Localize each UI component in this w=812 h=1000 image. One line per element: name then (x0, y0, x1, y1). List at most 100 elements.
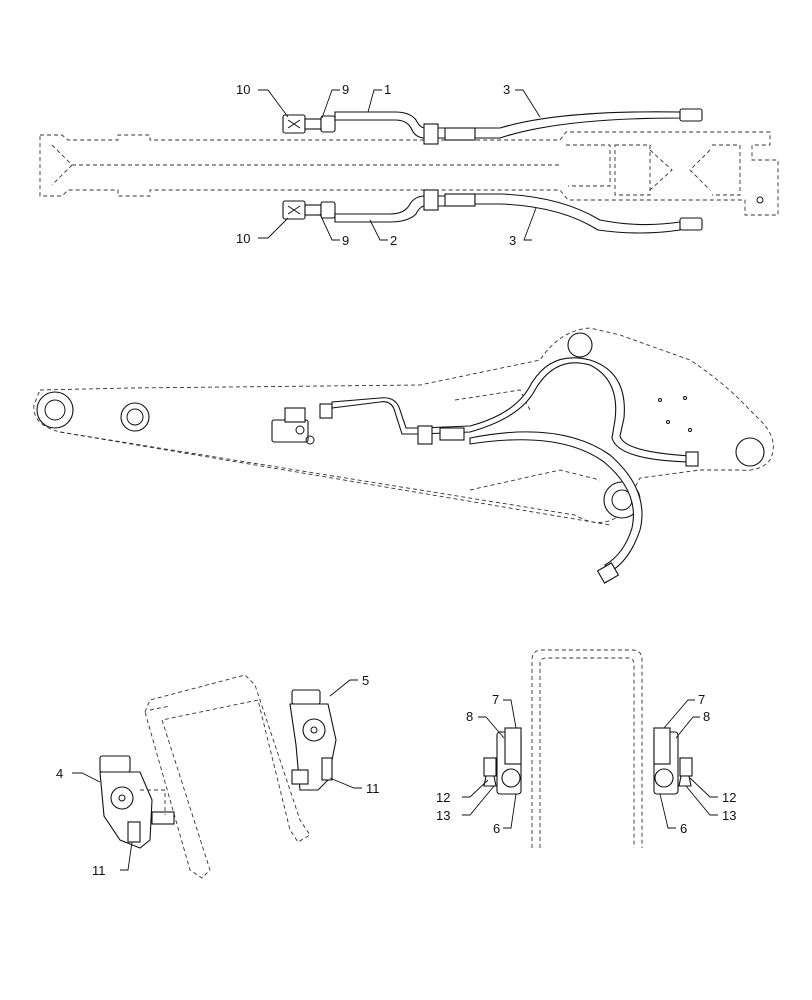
valve-fitting-side (284, 407, 306, 423)
boom-web-line (469, 469, 601, 491)
clamp-side (417, 425, 433, 445)
clamp-4-hidden (140, 789, 166, 815)
leader-8-right (675, 716, 700, 739)
hose-3-lower (474, 193, 681, 234)
washer-13-left (483, 775, 497, 787)
top-view (39, 108, 779, 234)
washer-13-right (678, 775, 692, 787)
hose-run-side-upper (331, 357, 691, 463)
boom-bottom-line (59, 431, 611, 526)
callout-4: 4 (56, 766, 63, 781)
coupler-upper (444, 127, 476, 141)
boom-top-pin (567, 332, 593, 358)
bolt-hole-d (688, 428, 692, 432)
clamp-5-center (310, 726, 318, 734)
u-bolt-inner (539, 657, 635, 848)
leader-11-upper (329, 777, 362, 789)
boom-box-top (566, 144, 611, 187)
boom-mid-pin-inner (126, 408, 144, 426)
leader-3-lower (523, 207, 537, 241)
boom-notch-b (689, 149, 711, 191)
adapter-9-lower (304, 204, 322, 216)
side-view (33, 327, 774, 584)
leader-9-lower (319, 213, 340, 241)
hose-3-upper (474, 111, 681, 139)
boom-end-top (712, 144, 741, 196)
callout-12-left: 12 (436, 790, 450, 805)
callout-6-right: 6 (680, 821, 687, 836)
adapter-9-upper (304, 118, 322, 130)
leader-12-right (689, 777, 718, 798)
boom-nose-top (51, 144, 73, 186)
clamp-lower (423, 189, 439, 211)
callout-labels: 10 9 1 3 10 9 2 3 4 5 11 11 7 8 12 13 6 … (56, 82, 736, 878)
bolt-hole-c (666, 420, 670, 424)
boom-foot-pin (36, 391, 74, 429)
callout-1: 1 (384, 82, 391, 97)
leader-lines (72, 89, 718, 871)
lower-hose-assembly (282, 189, 703, 234)
boom-plate-top (614, 144, 651, 196)
coupler-side (439, 427, 465, 441)
leader-7-right (663, 699, 695, 729)
leader-3-upper (515, 89, 541, 118)
bolt-hole-b (683, 396, 687, 400)
bore-left (501, 768, 521, 788)
block-7-right (653, 727, 671, 765)
clamp-5-bore (302, 718, 326, 742)
callout-3-upper: 3 (503, 82, 510, 97)
fitting-lower-a (320, 201, 336, 219)
leader-9-upper (321, 89, 340, 119)
leader-6-left (503, 793, 517, 829)
callout-11-upper: 11 (366, 781, 380, 796)
boom-outline-top (39, 131, 779, 216)
clamp-4-center (118, 794, 126, 802)
detail-left (99, 674, 337, 879)
leader-12-left (462, 779, 489, 798)
callout-13-left: 13 (436, 808, 450, 823)
clamp-5-tab (291, 769, 309, 785)
callout-9-upper: 9 (342, 82, 349, 97)
valve-port-b (305, 435, 315, 445)
boom-mid-pin (120, 402, 150, 432)
callout-13-right: 13 (722, 808, 736, 823)
leader-5 (329, 679, 358, 697)
callout-7-right: 7 (698, 692, 705, 707)
clamp-4-tab (151, 811, 175, 825)
boom-pin-hole-top (756, 196, 764, 204)
callout-5: 5 (362, 673, 369, 688)
fitting-side-end-a (685, 451, 699, 467)
callout-11-lower: 11 (92, 863, 106, 878)
callout-10-lower: 10 (236, 231, 250, 246)
fitting-upper-end (679, 108, 703, 122)
upper-hose-assembly (282, 108, 703, 145)
callout-8-left: 8 (466, 709, 473, 724)
leader-10-lower (258, 217, 289, 239)
leader-4 (72, 772, 101, 783)
callout-7-left: 7 (492, 692, 499, 707)
valve-10-upper-hex (287, 119, 301, 129)
bolt-12-left (483, 757, 497, 777)
clamp-4-bore (110, 786, 134, 810)
boom-notch-a (649, 149, 673, 191)
leader-6-right (659, 793, 676, 829)
valve-block-side (271, 419, 309, 443)
fitting-lower-end (679, 217, 703, 231)
bore-right (654, 768, 674, 788)
adapter-side (319, 403, 333, 419)
boom-foot-pin-inner (44, 399, 66, 421)
bolt-11-lower (127, 821, 141, 843)
leader-10-upper (258, 89, 289, 118)
bolt-hole-a (658, 398, 662, 402)
leader-13-right (685, 785, 718, 816)
callout-12-right: 12 (722, 790, 736, 805)
u-bolt-outline (531, 649, 643, 848)
valve-10-lower-hex (287, 205, 301, 215)
leader-2 (369, 219, 388, 241)
bracket-left-outline (144, 674, 311, 879)
coupler-lower (444, 193, 476, 207)
clamp-4-nut (99, 755, 131, 773)
valve-port-a (295, 425, 305, 435)
